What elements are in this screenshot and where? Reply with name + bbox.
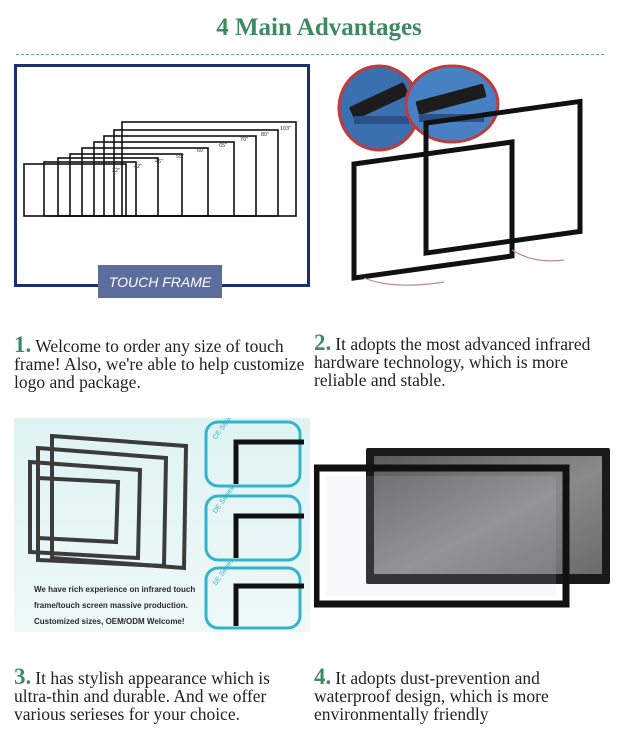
size-label-80: 80" — [261, 132, 269, 138]
caption-4: 4.It adopts dust-prevention and waterpro… — [314, 665, 610, 724]
size-label-42: 42" — [134, 164, 142, 170]
panel-1-image: 32" 42" 46" 55" 60" 65" 70" 80" 103" TOU… — [14, 64, 310, 298]
caption-2-text: It adopts the most advanced infrared har… — [314, 334, 591, 390]
caption-3-text: It has stylish appearance which is ultra… — [14, 668, 270, 724]
touch-frame-label: TOUCH FRAME — [109, 274, 212, 290]
caption-4-number: 4. — [314, 664, 332, 689]
page-title: 4 Main Advantages — [216, 14, 422, 41]
size-label-70: 70" — [240, 137, 248, 143]
promo-line-1: We have rich experience on infrared touc… — [34, 585, 195, 594]
caption-1-text: Welcome to order any size of touch frame… — [14, 336, 305, 392]
promo-line-2: frame/touch screen massive production. — [34, 601, 188, 610]
caption-1: 1.Welcome to order any size of touch fra… — [14, 333, 310, 392]
caption-2: 2.It adopts the most advanced infrared h… — [314, 331, 614, 390]
panel-3-image: CE Series DE Series SE Series We have ri… — [14, 418, 310, 632]
size-label-103: 103" — [280, 126, 291, 132]
size-label-46: 46" — [155, 159, 163, 165]
size-label-60: 60" — [197, 148, 205, 154]
panel-4-image — [314, 448, 612, 608]
caption-2-number: 2. — [314, 330, 332, 355]
caption-1-number: 1. — [14, 332, 32, 357]
caption-3-number: 3. — [14, 664, 32, 689]
size-label-65: 65" — [219, 143, 227, 149]
promo-line-3: Customized sizes, OEM/ODM Welcome! — [34, 617, 185, 626]
caption-3: 3.It has stylish appearance which is ult… — [14, 665, 310, 724]
size-label-32: 32" — [112, 168, 120, 174]
caption-4-text: It adopts dust-prevention and waterproof… — [314, 668, 549, 724]
size-label-55: 55" — [176, 154, 184, 160]
title-divider — [16, 54, 604, 55]
panel-2-image — [334, 64, 600, 298]
